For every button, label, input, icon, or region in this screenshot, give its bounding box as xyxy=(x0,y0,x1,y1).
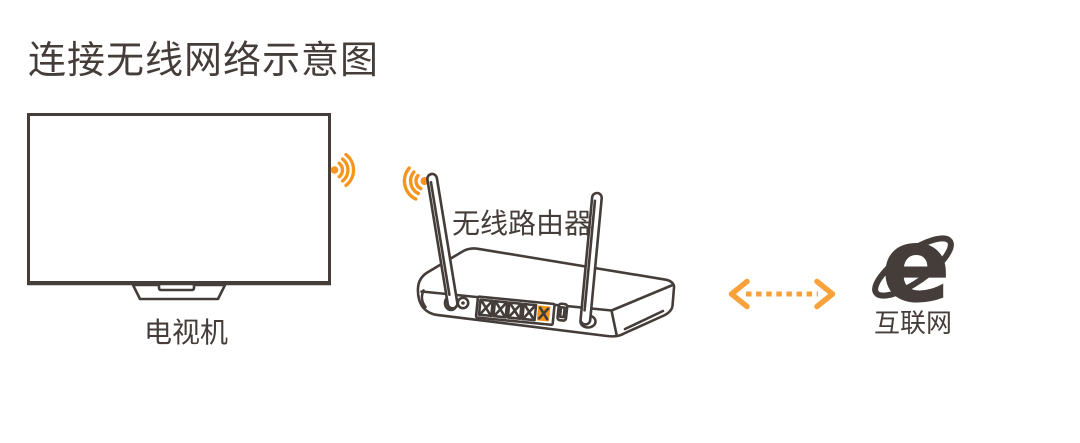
lan-port xyxy=(506,301,523,321)
double-headed-dashed-arrow-icon xyxy=(728,278,836,310)
internet-explorer-e-icon: e xyxy=(872,206,954,326)
router-base-lip xyxy=(623,309,665,331)
ie-letter-e: e xyxy=(881,206,951,326)
wifi-signal-icon-tv xyxy=(330,152,356,188)
router-left-cap-line xyxy=(420,289,427,309)
router-antenna-right xyxy=(579,191,604,326)
router-usb-port xyxy=(556,302,569,322)
tv-screen xyxy=(27,113,331,284)
lan-port xyxy=(492,299,509,319)
router-power-port xyxy=(456,296,470,310)
router-label: 无线路由器 xyxy=(452,207,593,240)
lan-port xyxy=(521,302,538,322)
wan-port-orange xyxy=(536,305,551,322)
router-port-panel xyxy=(474,295,556,327)
internet-label: 互联网 xyxy=(873,309,952,339)
lan-port xyxy=(477,298,495,318)
page-title: 连接无线网络示意图 xyxy=(28,38,380,82)
ie-orbit-ring xyxy=(872,235,954,299)
router-illustration xyxy=(416,172,676,338)
tv-illustration xyxy=(27,113,331,301)
router-antenna-left xyxy=(426,172,459,310)
tv-label: 电视机 xyxy=(143,316,228,349)
